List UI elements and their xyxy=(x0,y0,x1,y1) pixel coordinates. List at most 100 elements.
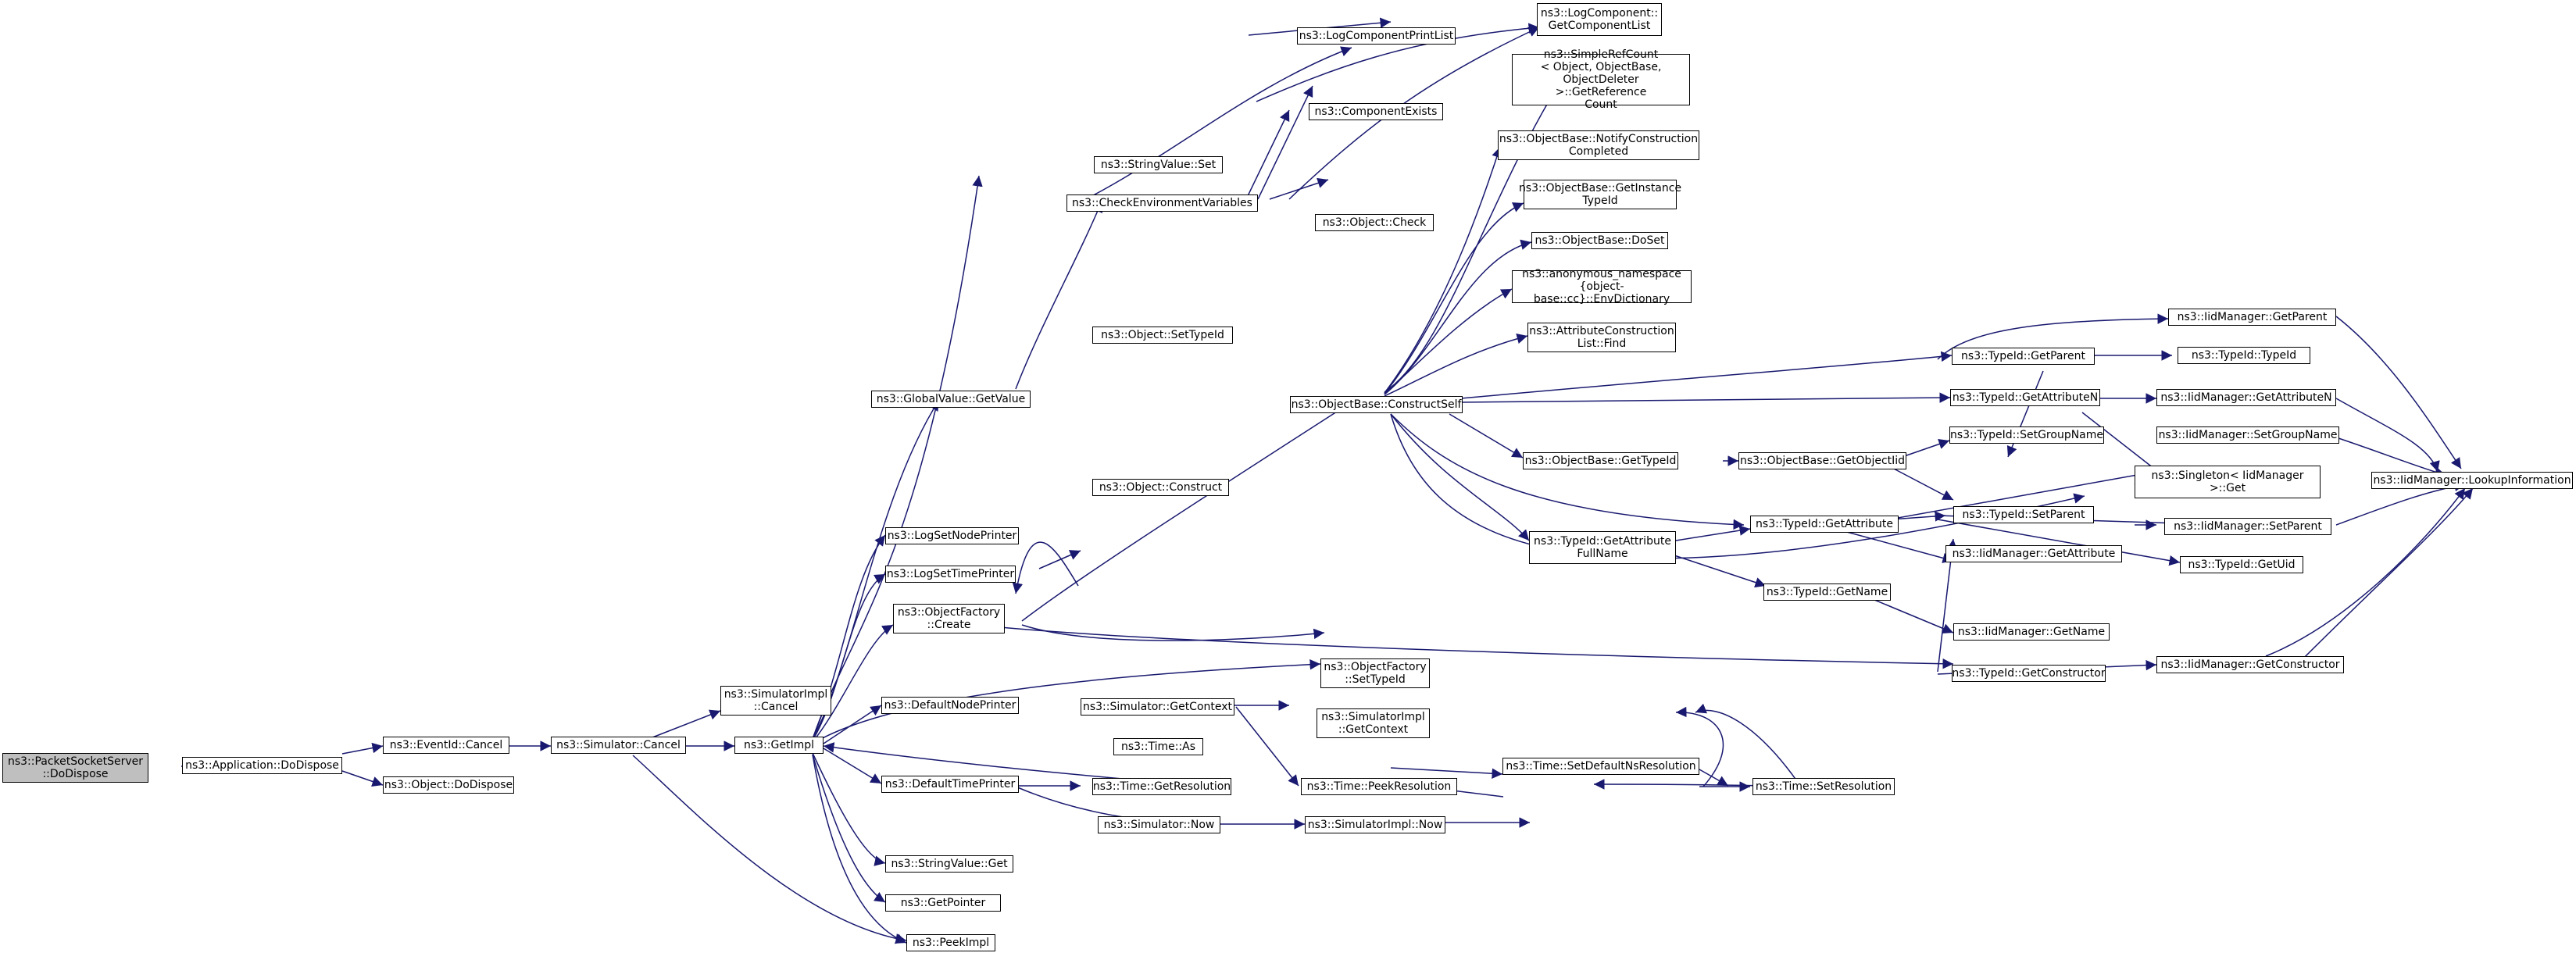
edge xyxy=(341,770,384,787)
edge xyxy=(812,754,886,903)
edge xyxy=(812,573,886,741)
edge xyxy=(2335,316,2462,469)
edge xyxy=(2296,487,2474,666)
node-object-dodispose[interactable]: ns3::Object::DoDispose xyxy=(383,776,514,794)
node-checkenvironmentvariables[interactable]: ns3::CheckEnvironmentVariables xyxy=(1066,194,1258,212)
edge xyxy=(1235,706,1299,787)
edge xyxy=(1012,541,1079,594)
node-time-setresolution[interactable]: ns3::Time::SetResolution xyxy=(1752,778,1895,795)
node-getimpl[interactable]: ns3::GetImpl xyxy=(734,737,824,754)
node-objectbase-gettypeid[interactable]: ns3::ObjectBase::GetTypeId xyxy=(1523,452,1678,469)
edge xyxy=(823,705,882,744)
node-time-as[interactable]: ns3::Time::As xyxy=(1113,738,1203,755)
node-typeid-getconstructor[interactable]: ns3::TypeId::GetConstructor xyxy=(1952,665,2106,682)
node-objectbase-doset[interactable]: ns3::ObjectBase::DoSet xyxy=(1531,232,1668,249)
edge xyxy=(1245,109,1290,200)
edge xyxy=(999,626,1954,669)
node-objectfactory-create[interactable]: ns3::ObjectFactory ::Create xyxy=(893,604,1005,633)
edge xyxy=(1038,550,1081,569)
node-iidmanager-getparent[interactable]: ns3::IidManager::GetParent xyxy=(2168,309,2336,326)
edge xyxy=(1867,465,2173,524)
node-simulator-now[interactable]: ns3::Simulator::Now xyxy=(1098,816,1220,833)
node-simulator-cancel[interactable]: ns3::Simulator::Cancel xyxy=(551,737,686,754)
edge xyxy=(812,658,1321,744)
node-time-getresolution[interactable]: ns3::Time::GetResolution xyxy=(1092,778,1231,795)
edge xyxy=(1671,554,1767,588)
edge xyxy=(1257,85,1313,200)
edge xyxy=(1015,201,1103,390)
node-packetsocketserver-dodispose[interactable]: ns3::PacketSocketServer ::DoDispose xyxy=(2,753,148,783)
node-iidmanager-setgroupname[interactable]: ns3::IidManager::SetGroupName xyxy=(2156,426,2339,444)
node-typeid-getattributefullname[interactable]: ns3::TypeId::GetAttribute FullName xyxy=(1529,531,1676,564)
node-iidmanager-getattribute[interactable]: ns3::IidManager::GetAttribute xyxy=(1945,545,2122,562)
edge xyxy=(812,754,907,944)
node-defaulttimeprinter[interactable]: ns3::DefaultTimePrinter xyxy=(881,776,1019,793)
node-globalvalue-getvalue[interactable]: ns3::GlobalValue::GetValue xyxy=(871,391,1031,408)
node-singleton-iidmanager-get[interactable]: ns3::Singleton< IidManager >::Get xyxy=(2135,466,2321,498)
edge xyxy=(1843,530,1954,563)
node-simulatorimpl-getcontext[interactable]: ns3::SimulatorImpl ::GetContext xyxy=(1317,708,1430,738)
node-simulatorimpl-cancel[interactable]: ns3::SimulatorImpl ::Cancel xyxy=(720,686,831,716)
node-iidmanager-getattributen[interactable]: ns3::IidManager::GetAttributeN xyxy=(2156,389,2336,406)
node-typeid-getparent[interactable]: ns3::TypeId::GetParent xyxy=(1952,348,2095,365)
edge xyxy=(1021,402,1351,622)
node-eventid-cancel[interactable]: ns3::EventId::Cancel xyxy=(383,737,509,754)
node-objectfactory-settypeid[interactable]: ns3::ObjectFactory ::SetTypeId xyxy=(1320,658,1430,688)
node-attributeconstructionlist-find[interactable]: ns3::AttributeConstruction List::Find xyxy=(1527,323,1676,352)
node-application-dodispose[interactable]: ns3::Application::DoDispose xyxy=(182,757,342,774)
node-logsetnodeprinter[interactable]: ns3::LogSetNodePrinter xyxy=(885,527,1019,544)
node-typeid-getuid[interactable]: ns3::TypeId::GetUid xyxy=(2180,556,2303,573)
node-iidmanager-lookupinformation[interactable]: ns3::IidManager::LookupInformation xyxy=(2371,472,2573,489)
edge xyxy=(632,755,907,944)
edge xyxy=(812,624,894,743)
edge xyxy=(1390,767,1503,779)
node-objectbase-getobjectiid[interactable]: ns3::ObjectBase::GetObjectIid xyxy=(1738,452,1906,469)
edge xyxy=(1699,769,1729,787)
edge xyxy=(1256,23,1540,102)
node-objectbase-getinstancetypeid[interactable]: ns3::ObjectBase::GetInstance TypeId xyxy=(1519,180,1681,209)
edge xyxy=(812,175,983,740)
node-iidmanager-getconstructor[interactable]: ns3::IidManager::GetConstructor xyxy=(2156,656,2344,673)
edge xyxy=(648,709,721,740)
node-stringvalue-set[interactable]: ns3::StringValue::Set xyxy=(1094,156,1223,173)
node-logcomponent-getcomponentlist[interactable]: ns3::LogComponent:: GetComponentList xyxy=(1537,3,1662,36)
edge xyxy=(341,742,384,755)
node-simulator-getcontext[interactable]: ns3::Simulator::GetContext xyxy=(1081,698,1234,716)
node-typeid-setgroupname[interactable]: ns3::TypeId::SetGroupName xyxy=(1949,426,2104,444)
edge xyxy=(1695,703,1798,782)
node-logsettimeprinter[interactable]: ns3::LogSetTimePrinter xyxy=(885,566,1016,583)
node-typeid-getattributen[interactable]: ns3::TypeId::GetAttributeN xyxy=(1950,389,2100,406)
edge xyxy=(1384,202,1524,394)
node-iidmanager-setparent[interactable]: ns3::IidManager::SetParent xyxy=(2164,518,2331,535)
node-simplerefcount-getreferencecount[interactable]: ns3::SimpleRefCount < Object, ObjectBase… xyxy=(1512,48,1690,111)
node-typeid-getattribute[interactable]: ns3::TypeId::GetAttribute xyxy=(1750,516,1899,533)
node-stringvalue-get[interactable]: ns3::StringValue::Get xyxy=(885,855,1013,873)
edge xyxy=(1890,466,1954,501)
node-componentexists[interactable]: ns3::ComponentExists xyxy=(1309,103,1443,120)
node-object-construct[interactable]: ns3::Object::Construct xyxy=(1092,479,1229,496)
node-iidmanager-getname[interactable]: ns3::IidManager::GetName xyxy=(1953,623,2110,641)
edge xyxy=(1593,779,1767,790)
node-object-check[interactable]: ns3::Object::Check xyxy=(1315,214,1434,231)
edge xyxy=(1384,146,1502,394)
edge xyxy=(1449,413,1524,459)
node-typeid-getname[interactable]: ns3::TypeId::GetName xyxy=(1763,583,1891,601)
node-objectbase-notifyconstructioncompleted[interactable]: ns3::ObjectBase::NotifyConstruction Comp… xyxy=(1498,130,1699,160)
node-typeid-setparent[interactable]: ns3::TypeId::SetParent xyxy=(1953,506,2094,523)
edge xyxy=(823,748,882,784)
node-time-setdefaultnsresolution[interactable]: ns3::Time::SetDefaultNsResolution xyxy=(1502,758,1699,775)
node-peekimpl[interactable]: ns3::PeekImpl xyxy=(906,934,995,951)
edge xyxy=(2335,398,2440,473)
node-simulatorimpl-now[interactable]: ns3::SimulatorImpl::Now xyxy=(1305,816,1445,833)
node-defaultnodeprinter[interactable]: ns3::DefaultNodePrinter xyxy=(881,697,1019,714)
node-objectbase-constructself[interactable]: ns3::ObjectBase::ConstructSelf xyxy=(1290,396,1463,413)
node-object-settypeid[interactable]: ns3::Object::SetTypeId xyxy=(1092,327,1233,344)
node-getpointer[interactable]: ns3::GetPointer xyxy=(885,894,1001,912)
edge xyxy=(1675,706,1724,787)
node-logcomponentprintlist[interactable]: ns3::LogComponentPrintList xyxy=(1297,27,1456,45)
node-anonymous-envdictionary[interactable]: ns3::anonymous_namespace {object-base::c… xyxy=(1512,268,1692,305)
node-time-peekresolution[interactable]: ns3::Time::PeekResolution xyxy=(1301,778,1457,795)
node-typeid-typeid[interactable]: ns3::TypeId::TypeId xyxy=(2178,347,2310,364)
edge xyxy=(2265,487,2466,657)
